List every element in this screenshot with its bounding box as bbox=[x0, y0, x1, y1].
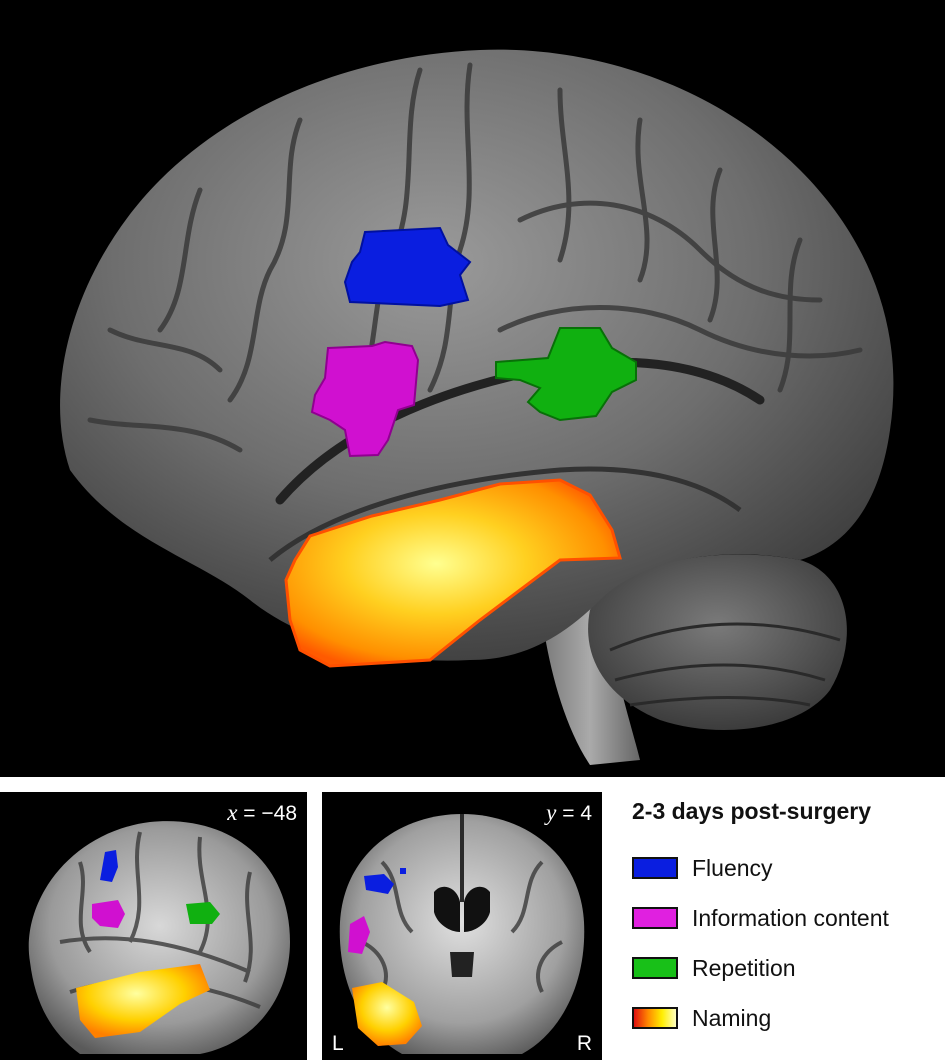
sagittal-repetition bbox=[186, 902, 220, 924]
coronal-slice-panel: y = 4 L R bbox=[322, 792, 602, 1060]
coronal-fluency bbox=[364, 868, 406, 894]
coronal-slice-svg bbox=[339, 814, 585, 1054]
information-content-region bbox=[310, 340, 420, 458]
sagittal-naming bbox=[76, 964, 210, 1038]
coordinate-value: −48 bbox=[261, 802, 297, 825]
brain-surface-svg bbox=[60, 49, 894, 765]
brain-surface-render bbox=[0, 0, 945, 777]
legend-label: Fluency bbox=[692, 854, 773, 881]
information-content-swatch bbox=[632, 907, 678, 929]
cerebellum bbox=[588, 554, 847, 730]
legend-item-naming: Naming bbox=[632, 1004, 771, 1032]
coronal-coordinate: y = 4 bbox=[546, 800, 592, 826]
axis-symbol: y bbox=[546, 800, 557, 825]
equals-sign: = bbox=[556, 802, 581, 825]
sagittal-fluency bbox=[100, 850, 118, 882]
fluency-region bbox=[343, 226, 472, 308]
legend-label: Repetition bbox=[692, 954, 796, 981]
sagittal-coordinate: x = −48 bbox=[227, 800, 297, 826]
sagittal-slice-svg bbox=[28, 821, 290, 1054]
repetition-region bbox=[495, 327, 637, 422]
lateral-ventricles bbox=[434, 886, 490, 932]
coronal-naming bbox=[352, 982, 422, 1046]
right-hemisphere-label: R bbox=[576, 1032, 592, 1055]
axis-symbol: x bbox=[227, 800, 238, 825]
legend-item-fluency: Fluency bbox=[632, 854, 773, 882]
naming-swatch bbox=[632, 1007, 678, 1029]
repetition-swatch bbox=[632, 957, 678, 979]
legend-item-repetition: Repetition bbox=[632, 954, 796, 982]
brainstem bbox=[540, 600, 640, 765]
legend-item-information-content: Information content bbox=[632, 904, 889, 932]
fluency-swatch bbox=[632, 857, 678, 879]
legend-title: 2-3 days post-surgery bbox=[632, 798, 872, 824]
equals-sign: = bbox=[237, 802, 262, 825]
coronal-information-content bbox=[348, 916, 370, 954]
sagittal-slice-panel: x = −48 bbox=[0, 792, 307, 1060]
legend: 2-3 days post-surgery Fluency Informatio… bbox=[622, 792, 945, 1060]
legend-label: Naming bbox=[692, 1004, 772, 1031]
sagittal-information-content bbox=[92, 900, 125, 928]
cerebrum bbox=[60, 49, 894, 661]
left-hemisphere-label: L bbox=[332, 1032, 344, 1055]
coordinate-value: 4 bbox=[580, 802, 592, 825]
naming-region bbox=[284, 478, 622, 668]
legend-label: Information content bbox=[692, 904, 889, 931]
